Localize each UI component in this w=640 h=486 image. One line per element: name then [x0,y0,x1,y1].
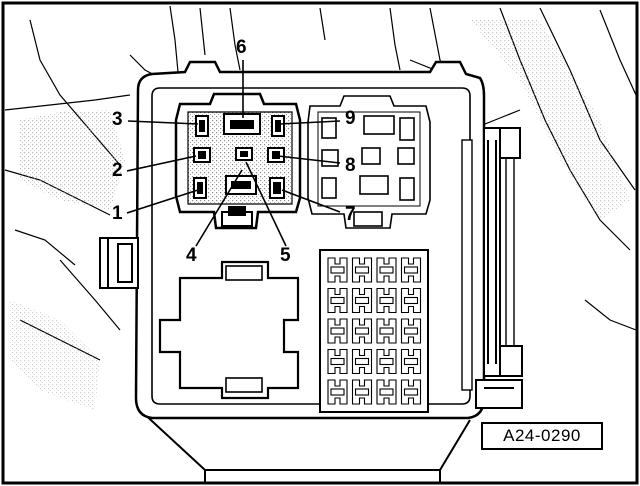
fuse-slot-center [379,296,394,305]
fuse-slot [351,257,373,283]
fuse-slot [400,257,422,283]
fuse-slot [351,348,373,375]
fuse-slot [400,318,422,344]
fuse-slot [400,379,422,405]
fuse-slot [376,257,397,283]
fuse-slot [376,287,397,314]
relay-socket [174,92,302,230]
fuse-slot-center [379,357,394,366]
fuse-slot-center [330,327,345,335]
fuse-slot-center [354,266,370,274]
fuse-slot [351,318,373,344]
fuse-slot-center [403,327,419,335]
fuse-slot-center [354,357,370,366]
fuse-block [319,249,429,413]
fuse-slot-center [354,327,370,335]
callout-9: 9 [345,108,356,129]
fuse-slot-center [403,357,419,366]
reference-code: A24-0290 [503,426,581,445]
fuse-slot-center [354,296,370,305]
callout-7: 7 [345,204,356,225]
fuse-slot [327,348,348,375]
reference-code-box: A24-0290 [481,422,603,450]
callout-5: 5 [280,245,291,266]
fuse-slot-center [403,266,419,274]
fuse-slot-center [330,388,345,396]
fuse-slot [351,287,373,314]
housing-bottom [139,409,471,483]
fuse-slot-center [379,327,394,335]
fuse-slot-center [330,266,345,274]
fuse-slot-center [330,296,345,305]
left-bracket [99,237,139,289]
callout-8: 8 [345,155,356,176]
empty-relay-position [158,260,300,400]
fuse-slot [327,287,348,314]
right-rail [461,127,523,409]
fuse-slot-center [403,388,419,396]
fuse-slot [376,348,397,375]
callout-6: 6 [236,37,247,58]
fuse-slot-center [379,266,394,274]
fuse-slot [400,287,422,314]
fuse-slot [376,318,397,344]
callout-1: 1 [112,203,123,224]
fuse-slot [327,257,348,283]
leader-lines [126,60,341,247]
fuse-slot-center [330,357,345,366]
fuse-slot [327,379,348,405]
fuse-slot-center [379,388,394,396]
fuse-slot [400,348,422,375]
background-stipple [10,20,630,410]
fuse-slot [327,318,348,344]
callout-2: 2 [112,160,123,181]
callout-4: 4 [186,245,197,266]
fuse-slot [376,379,397,405]
callout-3: 3 [112,109,123,130]
fuse-slot-center [354,388,370,396]
relay-socket-right [307,95,431,229]
fuse-slot-center [403,296,419,305]
fuse-slot [351,379,373,405]
